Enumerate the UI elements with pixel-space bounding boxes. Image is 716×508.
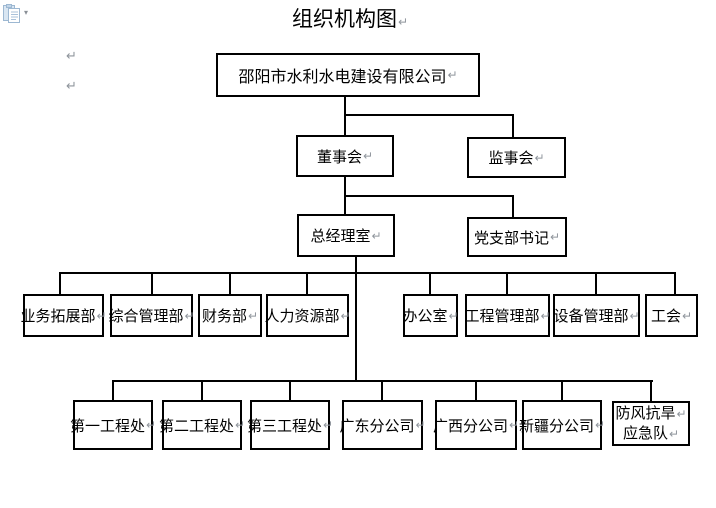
node-emergency-response-team[interactable]: 防风抗旱↵ 应急队↵ <box>612 401 690 446</box>
node-party-branch-secretary[interactable]: 党支部书记↵ <box>467 217 567 257</box>
connector-line <box>344 97 346 137</box>
connector-line <box>506 272 508 295</box>
node-label-line: 应急队↵ <box>623 424 679 444</box>
connector-line <box>561 380 563 401</box>
connector-line <box>512 195 514 219</box>
connector-line <box>112 380 114 401</box>
clipboard-paste-icon <box>3 3 20 23</box>
node-third-engineering-office[interactable]: 第三工程处↵ <box>246 400 334 450</box>
node-labor-union[interactable]: 工会↵ <box>645 294 698 337</box>
node-business-expansion-dept[interactable]: 业务拓展部↵ <box>20 294 107 337</box>
pilcrow-mark: ↵ <box>676 406 687 421</box>
node-label: 工程管理部 <box>464 307 540 325</box>
pilcrow-mark: ↵ <box>340 308 351 323</box>
node-guangxi-branch[interactable]: 广西分公司↵ <box>432 400 520 450</box>
node-first-engineering-office[interactable]: 第一工程处↵ <box>69 400 157 450</box>
pilcrow-mark: ↵ <box>322 418 334 432</box>
pilcrow-mark: ↵ <box>234 418 246 432</box>
pilcrow-mark: ↵ <box>145 418 157 432</box>
node-label: 总经理室 <box>310 227 371 245</box>
node-company-root[interactable]: 邵阳市水利水电建设有限公司↵ <box>216 53 480 97</box>
pilcrow-mark: ↵ <box>447 68 458 82</box>
node-label: 党支部书记 <box>473 228 549 247</box>
chevron-down-icon: ▾ <box>24 8 29 17</box>
node-label: 综合管理部 <box>108 307 184 325</box>
node-label: 设备管理部 <box>553 307 629 325</box>
connector-line <box>59 272 61 295</box>
node-label-line: 防风抗旱↵ <box>615 404 686 424</box>
connector-line <box>650 380 652 402</box>
pilcrow-mark: ↵ <box>96 308 107 323</box>
pilcrow-mark: ↵ <box>534 150 545 165</box>
connector-line <box>201 380 203 401</box>
connector-line <box>306 272 308 295</box>
node-equipment-management-dept[interactable]: 设备管理部↵ <box>553 294 640 337</box>
node-office[interactable]: 办公室↵ <box>402 294 459 337</box>
node-finance-dept[interactable]: 财务部↵ <box>198 294 262 337</box>
connector-line <box>344 195 514 197</box>
node-label: 董事会 <box>316 147 362 166</box>
pilcrow-mark: ↵ <box>415 418 426 432</box>
pilcrow-mark: ↵ <box>448 308 459 323</box>
connector-line <box>381 380 383 401</box>
pilcrow-mark: ↵ <box>184 308 195 323</box>
connector-line <box>151 272 153 295</box>
node-label: 财务部 <box>201 307 247 325</box>
node-human-resources-dept[interactable]: 人力资源部↵ <box>264 294 351 337</box>
pilcrow-mark: ↵ <box>540 308 551 323</box>
node-general-management-dept[interactable]: 综合管理部↵ <box>108 294 195 337</box>
node-label: 第三工程处 <box>246 416 322 435</box>
connector-line <box>595 272 597 295</box>
node-board-of-directors[interactable]: 董事会↵ <box>296 135 394 177</box>
node-label: 工会 <box>650 307 681 325</box>
node-label: 监事会 <box>488 149 534 167</box>
node-label: 办公室 <box>402 307 448 325</box>
connector-line <box>512 114 514 139</box>
pilcrow-mark: ↵ <box>397 15 409 29</box>
pilcrow-mark: ↵ <box>508 418 520 432</box>
connector-line <box>59 272 676 274</box>
node-engineering-management-dept[interactable]: 工程管理部↵ <box>464 294 551 337</box>
connector-line <box>229 272 231 295</box>
pilcrow-mark: ↵ <box>594 418 606 432</box>
node-guangdong-branch[interactable]: 广东分公司↵ <box>339 400 426 450</box>
node-label: 业务拓展部 <box>20 307 96 325</box>
node-label: 防风抗旱 <box>615 403 676 422</box>
pilcrow-mark: ↵ <box>629 308 640 323</box>
pilcrow-mark: ↵ <box>362 149 374 163</box>
title-text: 组织机构图 <box>291 7 397 31</box>
pilcrow-mark: ↵ <box>681 308 693 323</box>
node-label: 人力资源部 <box>264 307 340 325</box>
connector-line <box>289 380 291 401</box>
node-label: 第一工程处 <box>69 416 145 435</box>
connector-line <box>674 272 676 295</box>
connector-line <box>475 380 477 401</box>
node-label: 广西分公司 <box>432 416 508 435</box>
pilcrow-mark: ↵ <box>371 228 382 243</box>
node-label: 广东分公司 <box>339 416 415 435</box>
node-second-engineering-office[interactable]: 第二工程处↵ <box>158 400 246 450</box>
paragraph-mark: ↵ <box>66 49 77 64</box>
node-label: 第二工程处 <box>158 416 234 435</box>
node-general-manager-office[interactable]: 总经理室↵ <box>297 214 395 257</box>
node-label: 邵阳市水利水电建设有限公司 <box>238 67 447 86</box>
pilcrow-mark: ↵ <box>549 230 561 244</box>
pilcrow-mark: ↵ <box>668 426 680 441</box>
node-label: 应急队 <box>622 423 668 442</box>
node-xinjiang-branch[interactable]: 新疆分公司↵ <box>518 400 606 450</box>
document-title: 组织机构图↵ <box>0 3 700 33</box>
pilcrow-mark: ↵ <box>247 308 259 323</box>
paragraph-mark: ↵ <box>66 79 77 94</box>
node-label: 新疆分公司 <box>518 416 594 435</box>
connector-line <box>344 114 514 116</box>
connector-line <box>429 272 431 295</box>
paste-options-button[interactable]: ▾ <box>3 2 37 24</box>
node-board-of-supervisors[interactable]: 监事会↵ <box>467 137 566 178</box>
connector-line <box>355 257 357 382</box>
